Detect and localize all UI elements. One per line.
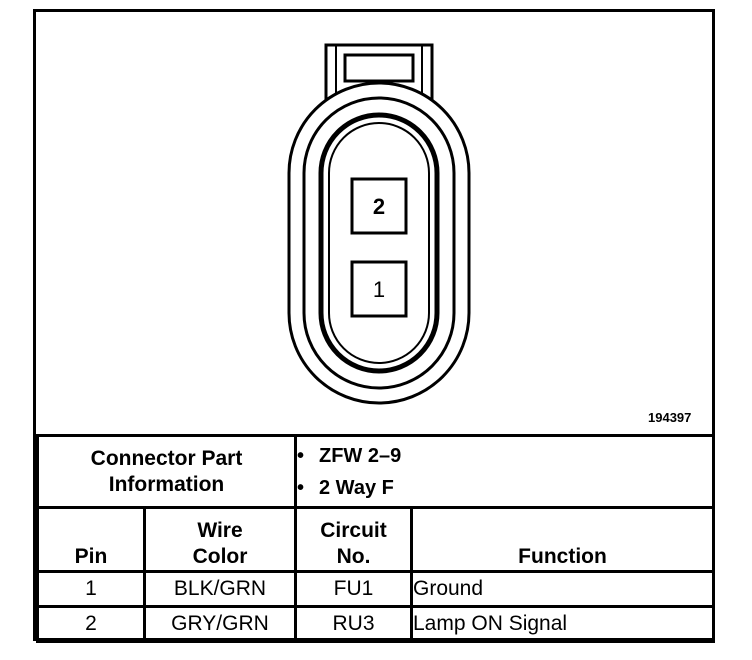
row-2-function: Lamp ON Signal: [410, 605, 715, 643]
header-circuit-no: Circuit No.: [294, 506, 413, 573]
part-info-item: •ZFW 2–9: [297, 440, 712, 472]
connector-inner-face-edge: [328, 122, 430, 364]
header-function: Function: [410, 506, 715, 573]
header-pin: Pin: [36, 506, 146, 573]
pin-table-header-row: Pin Wire Color Circuit No. Function: [36, 506, 715, 573]
row-1-circuit: FU1: [294, 570, 413, 608]
bullet-icon: •: [297, 476, 305, 499]
part-info-label-line2: Information: [108, 472, 225, 496]
connector-info-table: Connector Part Information •ZFW 2–9 •2 W…: [36, 434, 715, 643]
connector-end-view-frame: 2 1 194397 Connector Part Information •Z…: [33, 9, 715, 643]
figure-id: 194397: [648, 410, 692, 425]
part-info-item: •2 Way F: [297, 472, 712, 504]
part-info-items-cell: •ZFW 2–9 •2 Way F: [294, 434, 715, 509]
connector-inner-face: [318, 112, 440, 374]
header-wire-color: Wire Color: [143, 506, 297, 573]
cavity-1-box: [350, 260, 408, 318]
table-row: 1 BLK/GRN FU1 Ground: [36, 570, 715, 608]
row-1-pin: 1: [36, 570, 146, 608]
part-info-label-cell: Connector Part Information: [36, 434, 297, 509]
connector-diagram-area: 2 1 194397: [36, 12, 712, 434]
table-row: 2 GRY/GRN RU3 Lamp ON Signal: [36, 605, 715, 643]
part-info-row: Connector Part Information •ZFW 2–9 •2 W…: [36, 434, 715, 509]
cavity-2-box: [350, 177, 408, 235]
row-2-pin: 2: [36, 605, 146, 643]
row-1-wire-color: BLK/GRN: [143, 570, 297, 608]
part-info-label-line1: Connector Part: [90, 446, 243, 470]
connector-shell-ring: [302, 96, 456, 390]
cavity-1-label: 1: [373, 277, 385, 302]
row-2-wire-color: GRY/GRN: [143, 605, 297, 643]
bullet-icon: •: [297, 444, 305, 467]
connector-outer-shell: [287, 81, 471, 405]
connector-drawing: 2 1: [287, 43, 471, 405]
row-1-function: Ground: [410, 570, 715, 608]
cavity-2-label: 2: [373, 194, 385, 219]
row-2-circuit: RU3: [294, 605, 413, 643]
